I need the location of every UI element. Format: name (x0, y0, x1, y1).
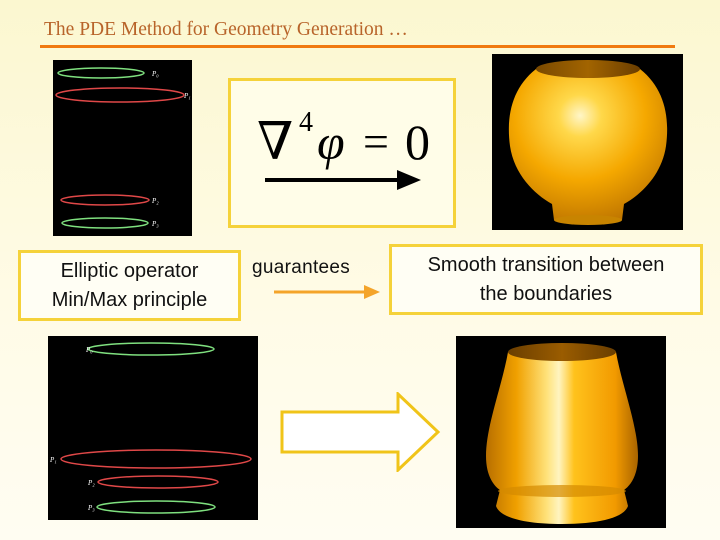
boundary-curve-1 (87, 342, 215, 356)
slide-title: The PDE Method for Geometry Generation … (44, 19, 408, 40)
boundary-curves-panel-bottom: P₀ P₁ P₂ P₃ (48, 336, 258, 520)
equation-box: ∇ 4 φ = 0 (228, 78, 456, 228)
boundary-curve-1 (57, 67, 145, 79)
equation-power: 4 (299, 107, 313, 138)
surface-render-top (492, 54, 683, 230)
smooth-transition-label: Smooth transition between (427, 253, 665, 276)
surface-render-bottom (456, 336, 666, 528)
curve-label: P₂ (87, 479, 95, 487)
smooth-transition-box: Smooth transition between the boundaries (389, 244, 703, 315)
curve-label: P₂ (151, 197, 159, 205)
equation-operator: ∇ (257, 112, 293, 172)
elliptic-operator-label: Elliptic operator (60, 259, 199, 282)
right-arrow-icon (274, 285, 380, 299)
boundary-curve-4 (96, 500, 216, 514)
guarantees-label: guarantees (252, 257, 351, 278)
boundary-curve-4 (61, 217, 149, 229)
curve-label: P₃ (151, 220, 159, 228)
boundary-curves-panel-top: P₀ P₁ P₂ P₃ (53, 60, 192, 236)
right-arrow-icon (265, 170, 421, 190)
curve-label: P₃ (87, 504, 95, 512)
boundaries-label: the boundaries (479, 282, 613, 305)
min-max-principle-label: Min/Max principle (51, 288, 208, 311)
curve-label: P₀ (85, 346, 93, 354)
boundary-curve-2 (55, 87, 185, 103)
equation-rhs: 0 (405, 114, 430, 170)
title-underline (40, 45, 675, 48)
boundary-curve-3 (60, 194, 150, 206)
curve-label: P₀ (151, 70, 159, 78)
equation-equals: = (363, 116, 389, 167)
curve-label: P₁ (183, 92, 191, 100)
boundary-curve-2 (60, 449, 252, 469)
right-arrow-icon (280, 392, 441, 472)
equation-function: φ (317, 114, 345, 170)
boundary-curve-3 (97, 475, 219, 489)
curve-label: P₁ (49, 456, 57, 464)
elliptic-operator-box: Elliptic operator Min/Max principle (18, 250, 241, 321)
